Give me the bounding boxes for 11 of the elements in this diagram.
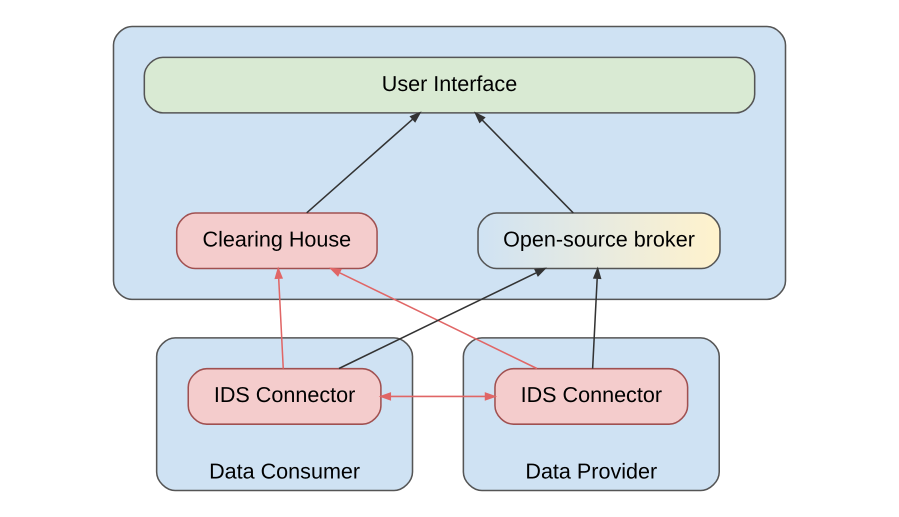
arrow xyxy=(378,392,498,401)
arrow xyxy=(592,266,602,369)
arrow xyxy=(474,112,574,214)
node-box: IDS Connector xyxy=(494,368,688,425)
arrow xyxy=(274,266,284,369)
node-box: IDS Connector xyxy=(187,368,382,425)
node-box: Clearing House xyxy=(176,212,378,270)
cluster xyxy=(112,26,786,300)
node-box: User Interface xyxy=(144,56,756,114)
arrow xyxy=(306,111,422,214)
node-box: Open-source broker xyxy=(477,212,721,270)
